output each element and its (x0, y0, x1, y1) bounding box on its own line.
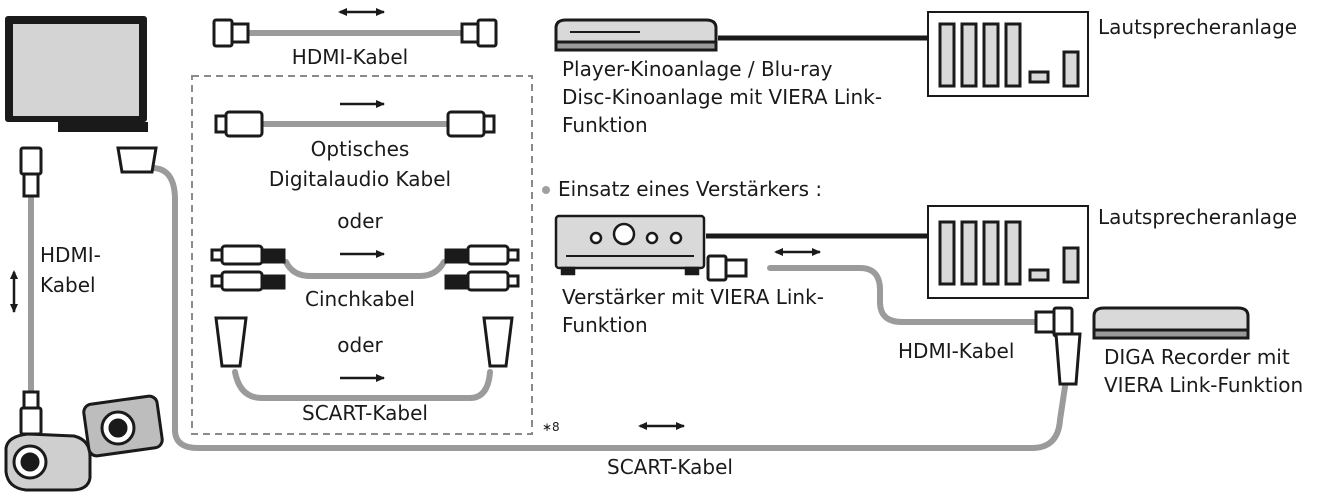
player-label-line-3: Funktion (562, 113, 648, 137)
cables (28, 30, 1069, 451)
rca-plug-icon (210, 244, 520, 292)
diga-label-line-1: DIGA Recorder mit (1104, 345, 1290, 369)
alternative-cables-box (191, 75, 533, 435)
cinch-cable-label: Cinchkabel (305, 287, 415, 311)
amplifier-note-label: Einsatz eines Verstärkers : (558, 177, 823, 201)
speaker-system-icon (927, 11, 1089, 97)
diga-recorder-icon (1092, 306, 1250, 340)
footnote-label: ∗8 (542, 420, 560, 434)
amplifier-icon (554, 214, 706, 276)
scart-cable-bottom-label: SCART-Kabel (607, 455, 733, 479)
scart-plug-icon (214, 316, 514, 368)
oder-label-1: oder (337, 209, 383, 233)
camcorder-icon (4, 432, 92, 492)
hdmi-cable-amp-diga (767, 265, 1039, 325)
scart-plug-icon (1054, 332, 1082, 386)
hdmi-cable-left-label-line-1: HDMI- (40, 243, 101, 267)
speaker-system-icon (927, 205, 1089, 299)
speaker-system-1-label: Lautsprecheranlage (1098, 15, 1298, 39)
player-label-line-1: Player-Kinoanlage / Blu-ray (562, 57, 833, 81)
optical-label-line-2: Digitalaudio Kabel (268, 167, 452, 191)
hdmi-plug-icon (706, 254, 748, 282)
blu-ray-player-icon (554, 18, 718, 52)
hdmi-plug-icon (212, 18, 498, 48)
amplifier-label-line-2: Funktion (562, 313, 648, 337)
cinch-cable (283, 259, 447, 279)
speaker-system-2-label: Lautsprecheranlage (1098, 205, 1298, 229)
bullet-icon (542, 186, 550, 194)
scart-cable-bottom (149, 165, 1069, 451)
optical-plug-icon (214, 110, 496, 138)
hdmi-cable-left-label-line-2: Kabel (40, 273, 96, 297)
scart-cable-inner (232, 369, 493, 401)
scart-cable-inner-label: SCART-Kabel (302, 401, 428, 425)
tv-icon (5, 16, 148, 132)
hdmi-cable-right-label: HDMI-Kabel (898, 339, 1015, 363)
player-label-line-2: Disc-Kinoanlage mit VIERA Link- (562, 85, 883, 109)
hdmi-cable-top-label: HDMI-Kabel (291, 45, 409, 69)
scart-plug-icon (116, 146, 158, 174)
amplifier-label-line-1: Verstärker mit VIERA Link- (562, 285, 824, 309)
oder-label-2: oder (337, 333, 383, 357)
hdmi-plug-icon (1034, 306, 1074, 338)
diga-label-line-2: VIERA Link-Funktion (1104, 373, 1304, 397)
speaker-links (706, 35, 930, 239)
digital-camera-icon (82, 394, 164, 458)
optical-label-line-1: Optisches (310, 137, 410, 161)
